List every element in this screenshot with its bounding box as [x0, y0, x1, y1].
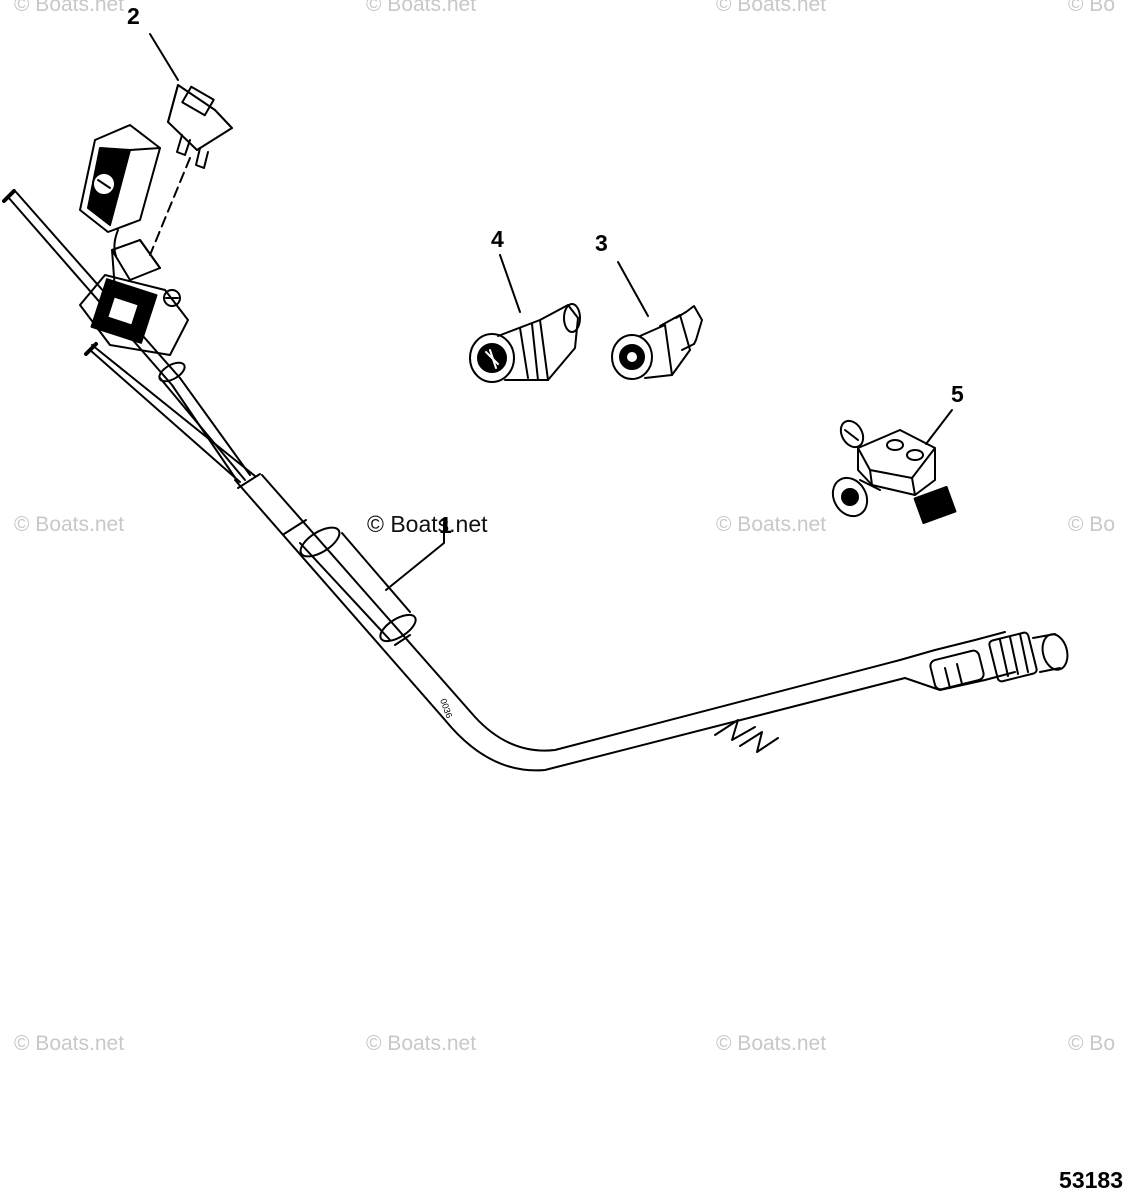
callout-1: 1 — [439, 512, 452, 538]
leader-line-2 — [149, 33, 179, 81]
callout-4: 4 — [491, 226, 504, 252]
watermark: © Bo — [1068, 513, 1115, 536]
leader-line-5 — [925, 409, 953, 445]
watermark: © Boats.net — [14, 513, 125, 536]
cable-end-connector — [899, 631, 1069, 691]
watermark: © Boats.net — [14, 1032, 125, 1055]
blade-fuse — [167, 84, 233, 169]
watermark: © Boats.net — [716, 0, 827, 16]
harness-cable — [234, 473, 906, 772]
watermark-center: © Boats.net — [367, 511, 488, 537]
leader-line-3 — [617, 261, 649, 317]
watermark: © Boats.net — [366, 1032, 477, 1055]
connector-4 — [469, 303, 581, 383]
watermark: © Bo — [1068, 0, 1115, 16]
watermark: © Boats.net — [14, 0, 125, 16]
watermark: © Boats.net — [716, 1032, 827, 1055]
fuse-wires — [2, 189, 256, 483]
leader-line-1 — [385, 521, 445, 591]
insertion-line — [149, 157, 191, 256]
fuse-holder — [79, 239, 189, 383]
callout-5: 5 — [951, 381, 964, 407]
callout-2: 2 — [127, 3, 140, 29]
figure-number: 53183 — [1059, 1167, 1123, 1193]
tee-connector-5 — [831, 419, 957, 525]
fuse-cap — [79, 124, 161, 257]
callout-3: 3 — [595, 230, 608, 256]
connector-3 — [611, 305, 703, 380]
watermark: © Boats.net — [366, 0, 477, 16]
watermark: © Boats.net — [716, 513, 827, 536]
watermark: © Bo — [1068, 1032, 1115, 1055]
leader-line-4 — [499, 254, 521, 313]
